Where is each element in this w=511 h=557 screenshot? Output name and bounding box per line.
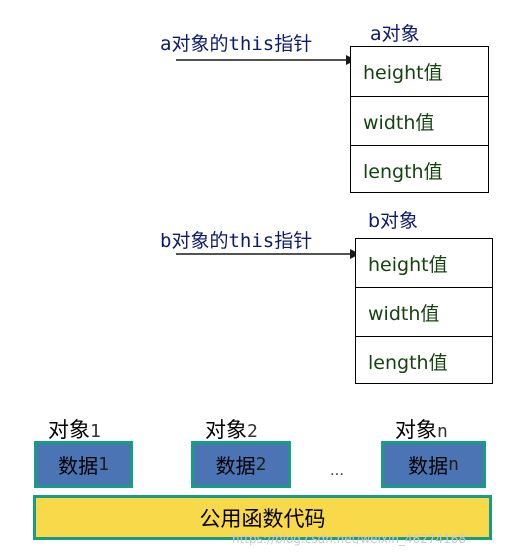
b-this-pointer-label: b对象的this指针 [160, 230, 313, 252]
a-field-width: width值 [351, 96, 488, 145]
object-2-label: 对象2 [205, 418, 258, 444]
object-2-data-index: 2 [255, 454, 267, 475]
object-1-data-index: 1 [98, 454, 109, 475]
object-2-data-text: 数据 [215, 454, 256, 478]
object-n-label: 对象n [395, 418, 448, 444]
b-pointer-arrow [176, 249, 360, 259]
object-n-label-text: 对象 [395, 418, 437, 442]
b-field-height: height值 [368, 253, 448, 276]
object-1-index: 1 [90, 421, 101, 442]
object-n-data-index: n [448, 454, 459, 475]
b-field-width: width值 [356, 287, 492, 336]
ellipsis: … [330, 463, 344, 479]
a-field-height: height值 [363, 62, 443, 84]
shared-function-code: 公用函数代码 [33, 495, 492, 540]
object-1-label-text: 对象 [48, 418, 90, 442]
watermark: https://blog.csdn.net/weixin_46274168 [232, 532, 467, 546]
a-field-length: length值 [351, 145, 488, 194]
object-2-index: 2 [247, 421, 258, 442]
a-this-pointer-label: a对象的this指针 [160, 33, 313, 55]
a-object-title: a对象 [370, 23, 420, 45]
b-object-box: height值 width值 length值 [355, 238, 493, 384]
object-1-data-text: 数据 [58, 454, 99, 478]
object-n-index: n [437, 421, 448, 442]
object-n-data-text: 数据 [408, 454, 449, 478]
object-2-label-text: 对象 [205, 418, 247, 442]
a-object-box: height值 width值 length值 [350, 46, 489, 193]
b-object-title: b对象 [368, 210, 419, 232]
b-field-length: length值 [356, 336, 492, 385]
a-pointer-arrow [176, 55, 356, 65]
object-1-label: 对象1 [48, 418, 101, 444]
